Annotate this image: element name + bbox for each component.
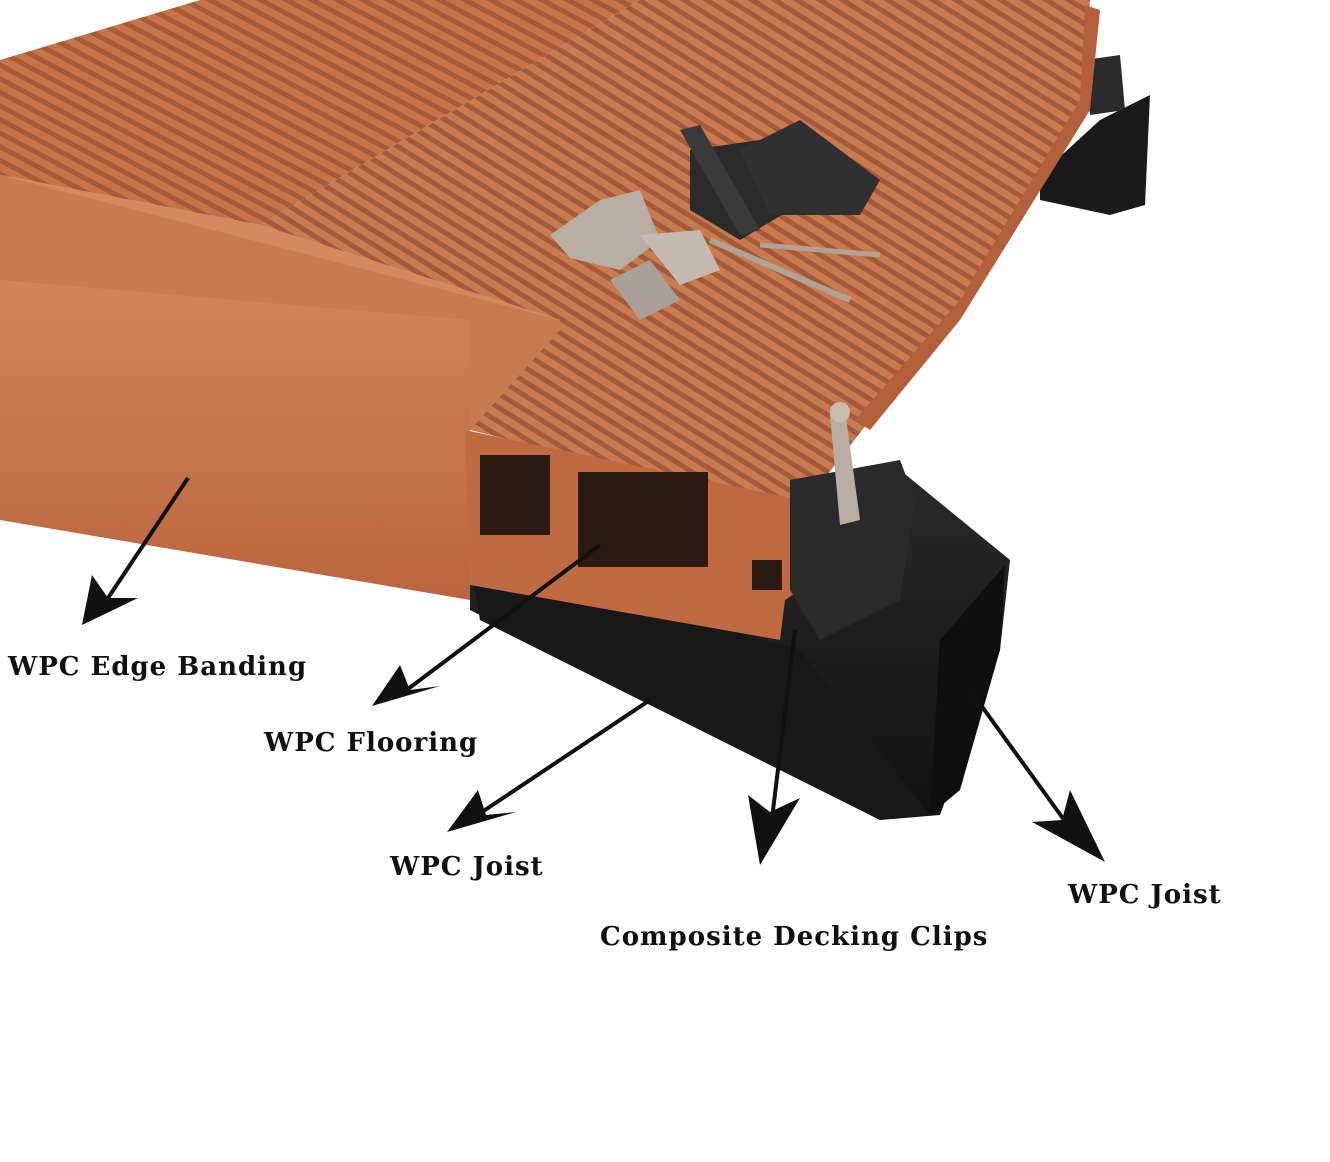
label-edge-banding: WPC Edge Banding bbox=[8, 652, 308, 682]
arrow-down-left-icon bbox=[447, 790, 516, 832]
arrow-clips bbox=[748, 629, 800, 865]
composite-clip bbox=[790, 402, 915, 640]
arrow-joist-right bbox=[968, 688, 1105, 862]
arrow-down-icon bbox=[748, 795, 800, 865]
arrow-down-left-icon bbox=[82, 575, 138, 625]
label-flooring: WPC Flooring bbox=[264, 728, 479, 758]
arrow-down-left-icon bbox=[372, 665, 440, 706]
edge-banding bbox=[0, 175, 560, 600]
arrow-edge-banding bbox=[82, 476, 190, 625]
rear-joist bbox=[1040, 55, 1150, 215]
left-board bbox=[0, 0, 640, 225]
board-profile bbox=[465, 430, 800, 640]
label-joist-left: WPC Joist bbox=[390, 852, 544, 882]
arrow-down-right-icon bbox=[1032, 790, 1105, 862]
label-joist-right: WPC Joist bbox=[1068, 880, 1222, 910]
metal-clips bbox=[550, 190, 881, 320]
label-decking-clips: Composite Decking Clips bbox=[600, 922, 989, 952]
arrow-joist-left bbox=[447, 698, 652, 832]
loose-clips bbox=[680, 120, 880, 240]
arrow-flooring bbox=[372, 543, 602, 706]
